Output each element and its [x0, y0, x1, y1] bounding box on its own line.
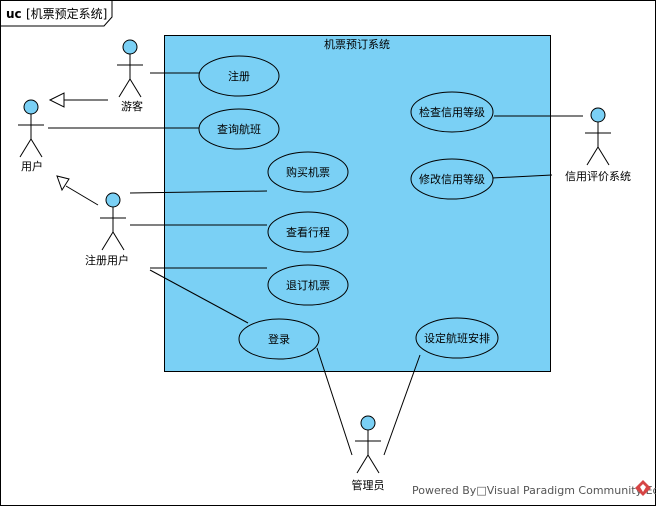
usecase-check-credit[interactable]: 检查信用等级 [410, 91, 494, 133]
usecase-login[interactable]: 登录 [238, 318, 320, 360]
actor-credit-system-label: 信用评价系统 [565, 170, 631, 183]
usecase-check-credit-label: 检查信用等级 [419, 105, 485, 119]
actor-admin-head [360, 415, 376, 431]
usecase-modify-credit[interactable]: 修改信用等级 [410, 158, 494, 200]
actor-guest-label: 游客 [121, 99, 143, 113]
actor-registered-user-head [105, 192, 121, 208]
assoc-modify-credit-system [491, 174, 553, 179]
associations [48, 72, 583, 456]
usecase-search-flights[interactable]: 查询航班 [198, 108, 280, 150]
usecase-modify-credit-label: 修改信用等级 [419, 172, 485, 186]
usecase-refund-ticket[interactable]: 退订机票 [267, 264, 349, 306]
actor-registered-user[interactable]: 注册用户 [85, 192, 129, 267]
frame-tab: uc [机票预定系统] [0, 0, 113, 27]
actor-guest[interactable]: 游客 [117, 39, 143, 113]
usecase-set-schedule[interactable]: 设定航班安排 [415, 317, 499, 359]
usecase-search-flights-label: 查询航班 [217, 122, 261, 136]
generalization-guest-user [48, 92, 108, 108]
assoc-admin-login [316, 347, 353, 456]
usecase-refund-ticket-label: 退订机票 [286, 278, 330, 292]
stick-figure-icon [100, 207, 126, 251]
usecase-view-itinerary[interactable]: 查看行程 [267, 211, 349, 253]
actor-credit-system[interactable]: 信用评价系统 [565, 107, 631, 183]
generalization-reguser-user [56, 175, 99, 206]
powered-by-text: Powered By□Visual Paradigm Community Edi… [412, 484, 656, 497]
stick-figure-icon [18, 114, 44, 158]
usecase-view-itinerary-label: 查看行程 [286, 225, 330, 239]
actor-admin[interactable]: 管理员 [352, 415, 385, 492]
stick-figure-icon [585, 122, 611, 166]
stick-figure-icon [117, 54, 143, 98]
system-title: 机票预订系统 [324, 37, 390, 51]
actor-registered-user-label: 注册用户 [85, 253, 129, 267]
usecase-register[interactable]: 注册 [198, 55, 280, 97]
usecase-register-label: 注册 [228, 69, 250, 83]
actor-user-label: 用户 [21, 159, 43, 173]
assoc-admin-schedule [383, 354, 421, 456]
usecase-buy-ticket-label: 购买机票 [286, 165, 330, 179]
stick-figure-icon [355, 430, 381, 474]
actor-user[interactable]: 用户 [18, 99, 44, 173]
actor-credit-system-head [590, 107, 606, 123]
assoc-reguser-buy [129, 190, 268, 194]
assoc-reguser-login [149, 269, 249, 324]
actor-user-head [23, 99, 39, 115]
actor-admin-label: 管理员 [352, 478, 385, 492]
actor-guest-head [122, 39, 138, 55]
frame-name: [机票预定系统] [26, 6, 107, 21]
frame-keyword: uc [6, 7, 22, 21]
usecase-set-schedule-label: 设定航班安排 [424, 331, 490, 345]
visual-paradigm-logo-icon [635, 480, 651, 496]
usecase-login-label: 登录 [268, 332, 290, 346]
usecase-buy-ticket[interactable]: 购买机票 [267, 151, 349, 193]
